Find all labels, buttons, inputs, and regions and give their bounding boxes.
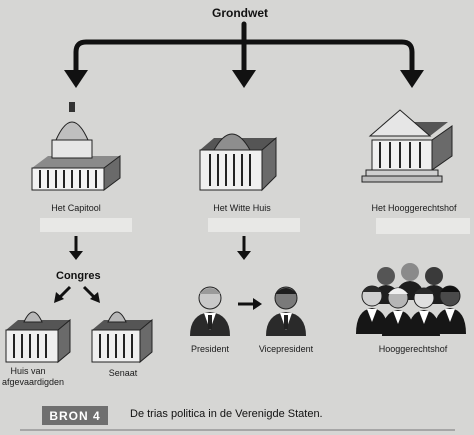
supreme-court-building-icon — [361, 109, 453, 183]
justices-group-icon — [356, 263, 466, 336]
redacted-answer-bar — [40, 218, 132, 232]
arrow-to-senate — [90, 292, 100, 303]
senate-label: Senaat — [108, 368, 138, 378]
redacted-answer-bar — [376, 218, 470, 234]
constitution-tree-connector — [73, 21, 415, 75]
arrow-to-white-house — [232, 70, 256, 88]
white-house-building-icon — [199, 133, 277, 192]
arrow-to-supreme-court — [400, 70, 424, 88]
vicepresident-label: Vicepresident — [258, 344, 314, 354]
arrow-to-house — [54, 292, 64, 303]
president-figure-icon — [190, 286, 230, 336]
arrow-to-congress — [69, 251, 83, 260]
redacted-answer-bar — [208, 218, 300, 232]
president-label: President — [190, 344, 230, 354]
capitol-label: Het Capitool — [51, 203, 101, 213]
arrow-to-executive — [237, 251, 251, 260]
justices-label: Hooggerechtshof — [378, 344, 448, 354]
diagram-title: Grondwet — [212, 6, 268, 20]
supreme-court-building-label: Het Hooggerechtshof — [371, 203, 457, 213]
arrow-to-capitol — [64, 70, 88, 88]
white-house-label: Het Witte Huis — [213, 203, 271, 213]
source-badge: BRON 4 — [42, 406, 108, 425]
house-building-icon — [5, 311, 71, 364]
arrow-to-vicepresident — [253, 298, 262, 310]
house-label-line2: afgevaardigden — [1, 377, 65, 387]
source-caption: De trias politica in de Verenigde Staten… — [130, 408, 323, 420]
senate-building-icon — [91, 311, 153, 364]
house-label-line1: Huis van — [10, 366, 46, 376]
congress-label: Congres — [56, 270, 101, 282]
vicepresident-figure-icon — [266, 286, 306, 336]
capitol-building-icon — [31, 102, 121, 191]
